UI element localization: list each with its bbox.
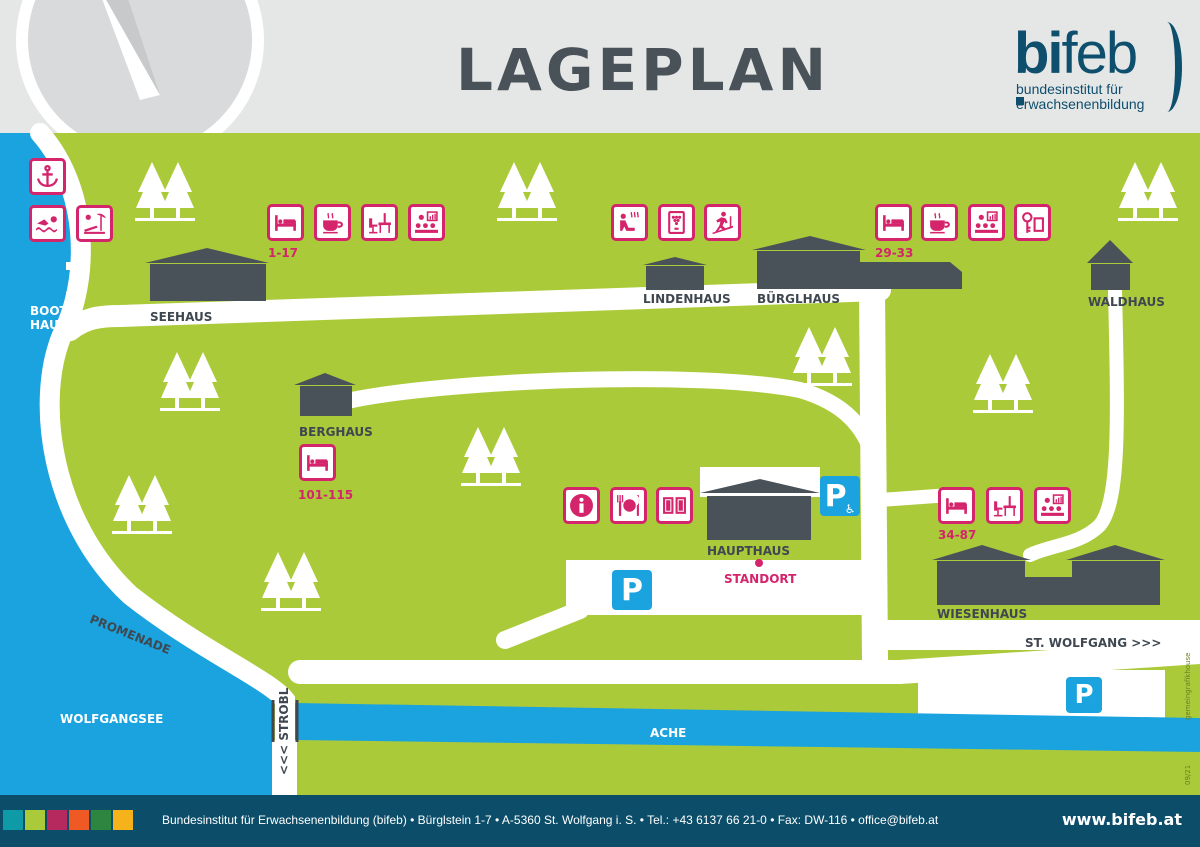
- library-icon[interactable]: [656, 487, 693, 524]
- coffee-icon[interactable]: [921, 204, 958, 241]
- label-lindenhaus: LINDENHAUS: [643, 292, 731, 306]
- rooms-buerglhaus: 29-33: [875, 246, 914, 260]
- footer-address: Bundesinstitut für Erwachsenenbildung (b…: [162, 813, 939, 827]
- roads: [30, 123, 1200, 805]
- bed-icon[interactable]: [875, 204, 912, 241]
- label-standort: STANDORT: [724, 572, 797, 586]
- date-note: 09/21: [1184, 764, 1192, 785]
- color-swatch: [25, 810, 45, 830]
- bootshaus-building: [66, 262, 82, 300]
- buildings: [145, 236, 1165, 605]
- coffee-icon[interactable]: [314, 204, 351, 241]
- color-swatch: [113, 810, 133, 830]
- label-strobl: <<< STROBL: [277, 687, 291, 775]
- label-wolfgangsee: WOLFGANGSEE: [60, 712, 164, 726]
- label-st-wolfgang: ST. WOLFGANG >>>: [1025, 636, 1162, 650]
- swimming-icon[interactable]: [29, 205, 66, 242]
- fitness-icon[interactable]: [704, 204, 741, 241]
- footer: Bundesinstitut für Erwachsenenbildung (b…: [0, 795, 1200, 847]
- color-swatch: [91, 810, 111, 830]
- dining-icon[interactable]: [610, 487, 647, 524]
- label-seehaus: SEEHAUS: [150, 310, 213, 324]
- page-title: LAGEPLAN: [456, 36, 830, 104]
- desk-icon[interactable]: [361, 204, 398, 241]
- label-bootshaus: BOOTS-HAUS: [30, 304, 82, 332]
- ache-river: [295, 703, 1200, 752]
- parking-icon[interactable]: P: [612, 570, 652, 610]
- label-waldhaus: WALDHAUS: [1088, 295, 1165, 309]
- label-buerglhaus: BÜRGLHAUS: [757, 292, 840, 306]
- desk-icon[interactable]: [986, 487, 1023, 524]
- bed-icon[interactable]: [299, 444, 336, 481]
- color-swatch: [47, 810, 67, 830]
- label-ache: ACHE: [650, 726, 687, 740]
- parking-icon[interactable]: P: [1066, 677, 1102, 713]
- logo-wordmark: bifeb: [1014, 21, 1138, 86]
- rooms-berghaus: 101-115: [298, 488, 354, 502]
- rooms-wiesenhaus: 34-87: [938, 528, 977, 542]
- color-swatch: [3, 810, 23, 830]
- seminar-icon[interactable]: [408, 204, 445, 241]
- seminar-icon[interactable]: [1034, 487, 1071, 524]
- label-haupthaus: HAUPTHAUS: [707, 544, 791, 558]
- rooms-seehaus: 1-17: [268, 246, 299, 260]
- standort-dot: [755, 559, 763, 567]
- info-icon[interactable]: [563, 487, 600, 524]
- sunbed-icon[interactable]: [76, 205, 113, 242]
- bed-icon[interactable]: [938, 487, 975, 524]
- label-berghaus: BERGHAUS: [299, 425, 373, 439]
- anchor-icon[interactable]: [29, 158, 66, 195]
- credit-note: gemeingrafikhouse: [1184, 652, 1192, 720]
- parking-area-main: [566, 560, 866, 615]
- accessible-parking-icon[interactable]: P♿: [820, 476, 860, 516]
- website-link[interactable]: www.bifeb.at: [1061, 810, 1182, 829]
- parking-area-east: [918, 670, 1165, 718]
- color-swatch: [69, 810, 89, 830]
- sauna-icon[interactable]: [611, 204, 648, 241]
- label-wiesenhaus: WIESENHAUS: [937, 607, 1028, 621]
- logo-bracket: [1152, 22, 1182, 112]
- bed-icon[interactable]: [267, 204, 304, 241]
- wine-icon[interactable]: [658, 204, 695, 241]
- seminar-icon[interactable]: [968, 204, 1005, 241]
- key-icon[interactable]: [1014, 204, 1051, 241]
